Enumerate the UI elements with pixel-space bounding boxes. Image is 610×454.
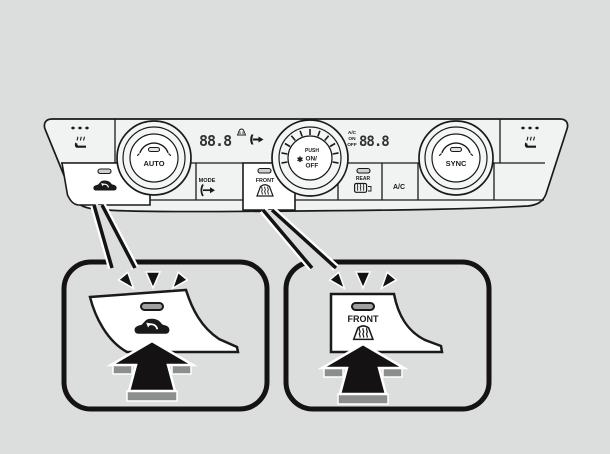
seat-heater-left-button[interactable]: [71, 126, 89, 148]
front-defrost-icon: [256, 184, 274, 197]
off-label: OFF: [306, 163, 319, 170]
display-right: A/C ON OFF 88.8: [347, 130, 390, 150]
leader-right: [259, 207, 339, 271]
leader-left: [90, 203, 139, 270]
fan-icon: ✱: [297, 155, 304, 164]
front-button-label: FRONT: [256, 178, 275, 184]
seat-heater-icon: [74, 136, 86, 148]
airflow-mode-icon: [200, 184, 215, 197]
indicator-glow-rays: [117, 270, 189, 290]
push-label: PUSH: [305, 148, 319, 154]
led-indicator-dots: [521, 126, 539, 130]
airflow-mini-icon: [250, 134, 264, 145]
led-indicator-pill: [97, 168, 112, 175]
temperature-right-value: 88.8: [359, 134, 389, 150]
seat-heater-icon: [524, 136, 536, 148]
fan-power-knob[interactable]: PUSH ✱ ON/ OFF: [271, 119, 349, 197]
recirculation-button-magnified: [88, 288, 240, 354]
rear-defrost-button[interactable]: REAR: [354, 167, 372, 193]
front-defrost-icon: [352, 325, 375, 341]
rear-defrost-icon: [354, 182, 372, 193]
auto-knob[interactable]: AUTO: [116, 120, 192, 196]
sync-knob[interactable]: SYNC: [418, 120, 494, 196]
led-indicator-pill: [356, 167, 371, 174]
seat-heater-right-button[interactable]: [521, 126, 539, 148]
indicator-glow-rays: [328, 270, 398, 290]
auto-knob-label: AUTO: [143, 159, 164, 168]
temperature-left-value: 88.8: [199, 132, 232, 150]
led-indicator-pill: [140, 302, 164, 311]
mode-button[interactable]: MODE: [199, 178, 216, 197]
led-indicator-dots: [71, 126, 89, 130]
defrost-mini-icon: [236, 128, 247, 136]
front-label-magnified: FRONT: [348, 314, 379, 324]
fan-speed-ticks: [281, 129, 339, 164]
callout-left-illustration: [88, 270, 240, 402]
mode-button-label: MODE: [199, 178, 216, 184]
ac-off-label: OFF: [347, 142, 357, 148]
ac-button-label: A/C: [393, 184, 405, 191]
ac-indicator-label: A/C: [348, 130, 357, 136]
led-indicator-pill: [257, 167, 272, 174]
rear-button-label: REAR: [356, 176, 371, 182]
led-indicator-pill: [351, 302, 375, 311]
callout-right-illustration: FRONT: [317, 270, 444, 405]
press-arrow: [106, 339, 198, 402]
ac-on-label: ON: [348, 136, 356, 142]
press-arrow: [317, 342, 409, 405]
recirculation-car-icon: [134, 318, 170, 334]
climate-control-panel: MODE FRONT REAR: [43, 118, 569, 213]
ac-button[interactable]: A/C: [393, 184, 405, 191]
display-left: 88.8: [199, 128, 264, 150]
sync-knob-label: SYNC: [446, 159, 467, 168]
recirculation-car-icon: [93, 180, 117, 191]
on-label: ON/: [306, 156, 318, 163]
